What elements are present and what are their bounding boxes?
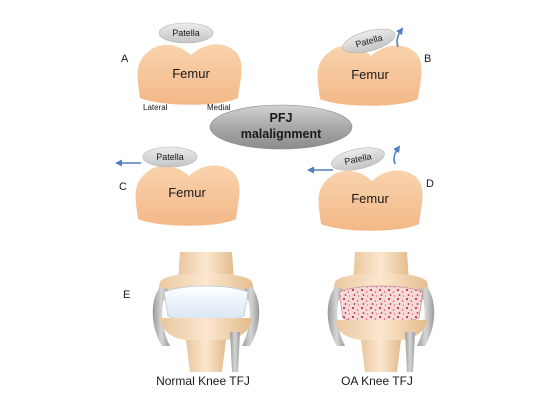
panel-a-medial-label: Medial (207, 103, 231, 112)
normal-cartilage (163, 285, 249, 323)
panel-b-letter: B (424, 53, 431, 65)
panel-a-femur (137, 44, 242, 105)
title-line-1: PFJ (270, 111, 293, 125)
panel-a-patella (158, 22, 214, 44)
panel-d-letter: D (426, 178, 434, 190)
oa-cartilage (338, 285, 424, 325)
panel-d-patella (331, 147, 385, 171)
panel-e-letter: E (123, 289, 130, 301)
panel-e: E Normal Knee TFJ (123, 252, 260, 388)
panel-d-femur-label: Femur (351, 191, 389, 206)
panel-b-femur (317, 45, 422, 106)
panel-c-patella-label: Patella (156, 152, 184, 162)
panel-b-femur-label: Femur (351, 67, 389, 82)
panel-b-tilt-arrow (396, 27, 404, 48)
panel-c-femur-label: Femur (168, 185, 206, 200)
panel-a-lateral-label: Lateral (143, 103, 168, 112)
panel-f: F OA Knee TFJ (327, 252, 435, 388)
title-line-2: malalignment (241, 127, 322, 141)
panel-d: D Femur Patella (307, 145, 434, 231)
title-ellipse (209, 104, 353, 150)
panel-c-letter: C (119, 181, 127, 193)
panel-b-patella (342, 28, 396, 54)
pfj-malalignment-title: PFJ malalignment (209, 104, 353, 150)
normal-knee-illustration (152, 252, 260, 372)
oa-knee-illustration (327, 252, 435, 372)
panel-d-femur (318, 170, 423, 231)
panel-c: C Femur Patella (115, 146, 240, 226)
panel-f-caption: OA Knee TFJ (341, 374, 413, 388)
panel-b: B Femur Patella (317, 27, 431, 106)
panel-a-letter: A (121, 53, 129, 65)
panel-a-patella-label: Patella (172, 28, 200, 38)
panel-e-caption: Normal Knee TFJ (156, 374, 250, 388)
panel-d-tilt-arrow (393, 145, 401, 165)
panel-a: A Femur Patella Lateral Medial (121, 22, 242, 112)
panel-a-femur-label: Femur (172, 66, 210, 81)
panel-c-femur (135, 165, 240, 226)
panel-c-patella (142, 146, 198, 168)
